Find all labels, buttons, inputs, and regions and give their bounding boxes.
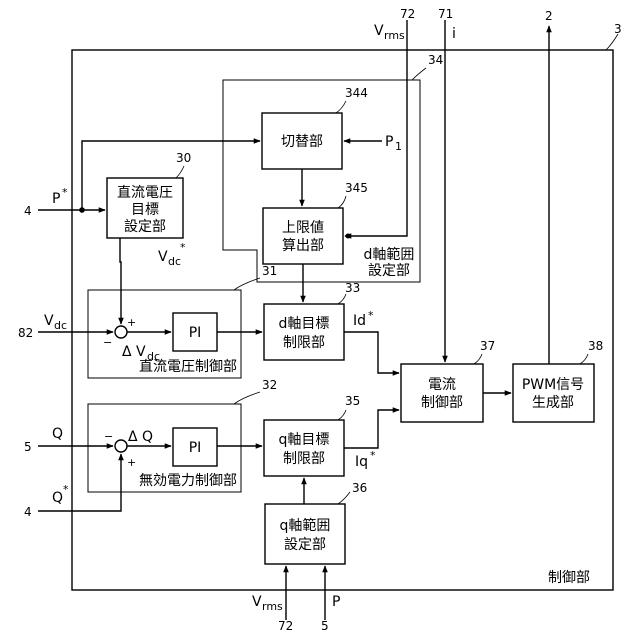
q-axis-range-label-2: 設定部 xyxy=(284,537,326,553)
delta-vdc-sub: dc xyxy=(147,350,160,363)
q-label: Q xyxy=(52,426,63,442)
q-star-input-line xyxy=(38,454,121,511)
switch-label: 切替部 xyxy=(281,134,323,150)
d-axis-range-leader xyxy=(412,68,426,80)
vdc-sub: dc xyxy=(54,319,67,332)
vrms-top-end-dot xyxy=(346,234,351,239)
vrms-top-label: V xyxy=(374,23,384,39)
q-axis-target-leader xyxy=(338,410,346,420)
upper-limit-ref: 345 xyxy=(345,181,368,195)
dc-voltage-target-leader xyxy=(176,166,184,178)
control-unit-leader xyxy=(606,34,618,50)
q-axis-target-label-2: 制限部 xyxy=(283,451,325,467)
q-source-ref: 5 xyxy=(24,440,32,454)
q-axis-range-block xyxy=(265,504,345,564)
q-summing-junction xyxy=(115,440,127,452)
vrms-top-sub: rms xyxy=(384,29,405,42)
vdc-label: V xyxy=(44,313,54,329)
dc-voltage-target-label-3: 設定部 xyxy=(124,219,166,235)
delta-vdc-label: Δ V xyxy=(122,344,146,360)
upper-limit-label-1: 上限値 xyxy=(282,220,324,236)
q-axis-target-label-1: q軸目標 xyxy=(279,432,330,448)
pwm-label-1: PWM信号 xyxy=(522,377,584,393)
dc-voltage-control-ref: 31 xyxy=(262,264,277,278)
current-control-label-2: 制御部 xyxy=(421,395,463,411)
i-label: i xyxy=(452,26,456,42)
reactive-power-control-ref: 32 xyxy=(262,378,277,392)
delta-q-label: Δ Q xyxy=(128,429,153,445)
vrms-bottom-source-ref: 72 xyxy=(278,619,293,633)
dc-minus-sign: − xyxy=(103,336,112,349)
id-star-label: Id xyxy=(353,313,366,329)
vdc-source-ref: 82 xyxy=(18,326,33,340)
upper-limit-block xyxy=(263,208,343,264)
control-unit-ref: 3 xyxy=(614,22,622,36)
vrms-bottom-sub: rms xyxy=(262,600,283,613)
q-axis-range-ref: 36 xyxy=(352,481,367,495)
d-axis-target-label-2: 制限部 xyxy=(283,335,325,351)
p-bottom-label: P xyxy=(332,594,340,610)
id-star-asterisk: * xyxy=(368,309,374,322)
id-star-line xyxy=(344,332,399,373)
dc-summing-junction xyxy=(115,326,127,338)
q-axis-target-ref: 35 xyxy=(345,394,360,408)
current-control-label-1: 電流 xyxy=(428,377,456,393)
pi-q-label: PI xyxy=(189,440,202,456)
q-minus-sign: − xyxy=(104,430,113,443)
pwm-block xyxy=(513,364,594,422)
q-star-asterisk: * xyxy=(63,483,69,496)
d-axis-range-ref: 34 xyxy=(428,53,443,67)
current-control-leader xyxy=(474,354,482,364)
p-star-asterisk: * xyxy=(62,186,68,199)
d-axis-range-label-2: 設定部 xyxy=(368,263,410,279)
i-source-ref: 71 xyxy=(438,7,453,21)
reactive-power-control-label: 無効電力制御部 xyxy=(139,473,237,489)
pwm-leader xyxy=(580,354,588,364)
dc-voltage-target-label-2: 目標 xyxy=(131,202,159,218)
pi-dc-label: PI xyxy=(189,325,202,341)
d-axis-target-label-1: d軸目標 xyxy=(279,316,330,332)
q-axis-range-label-1: q軸範囲 xyxy=(280,517,331,534)
upper-limit-leader xyxy=(338,196,346,208)
d-axis-target-leader xyxy=(338,294,346,304)
iq-star-label: Iq xyxy=(355,454,368,470)
iq-star-asterisk: * xyxy=(370,449,376,462)
d-axis-range-label-1: d軸範囲 xyxy=(364,246,415,263)
dc-voltage-target-ref: 30 xyxy=(176,151,191,165)
p1-label: P xyxy=(385,134,393,150)
p-star-source-ref: 4 xyxy=(24,204,32,218)
p1-sub: 1 xyxy=(395,140,402,153)
q-plus-sign: + xyxy=(127,456,136,469)
reactive-power-control-leader xyxy=(234,392,260,404)
dc-voltage-control-leader xyxy=(234,278,260,290)
dc-plus-sign: + xyxy=(127,316,136,329)
vrms-top-input-line xyxy=(345,20,407,236)
p-star-label: P xyxy=(52,191,60,207)
switch-ref: 344 xyxy=(345,86,368,100)
upper-limit-label-2: 算出部 xyxy=(282,238,324,254)
q-axis-target-limiter-block xyxy=(264,420,344,476)
current-control-block xyxy=(401,364,483,422)
pwm-output-target-ref: 2 xyxy=(545,9,553,23)
vdc-star-label: V xyxy=(158,249,168,265)
vdc-star-line xyxy=(120,238,121,324)
d-axis-target-ref: 33 xyxy=(345,281,360,295)
control-unit-label: 制御部 xyxy=(548,570,590,586)
q-axis-range-leader xyxy=(338,492,350,504)
dc-voltage-target-label-1: 直流電圧 xyxy=(117,184,173,201)
current-control-ref: 37 xyxy=(480,339,495,353)
iq-star-line xyxy=(344,410,399,448)
vrms-top-source-ref: 72 xyxy=(400,7,415,21)
vdc-star-sub: dc xyxy=(168,255,181,268)
d-axis-target-limiter-block xyxy=(264,304,344,360)
switch-leader xyxy=(336,101,346,113)
pwm-label-2: 生成部 xyxy=(532,395,574,411)
pwm-ref: 38 xyxy=(588,339,603,353)
vrms-bottom-label: V xyxy=(252,594,262,610)
p-bottom-source-ref: 5 xyxy=(321,619,329,633)
vdc-star-asterisk: * xyxy=(180,241,186,254)
q-star-source-ref: 4 xyxy=(24,505,32,519)
q-star-label: Q xyxy=(52,490,63,506)
